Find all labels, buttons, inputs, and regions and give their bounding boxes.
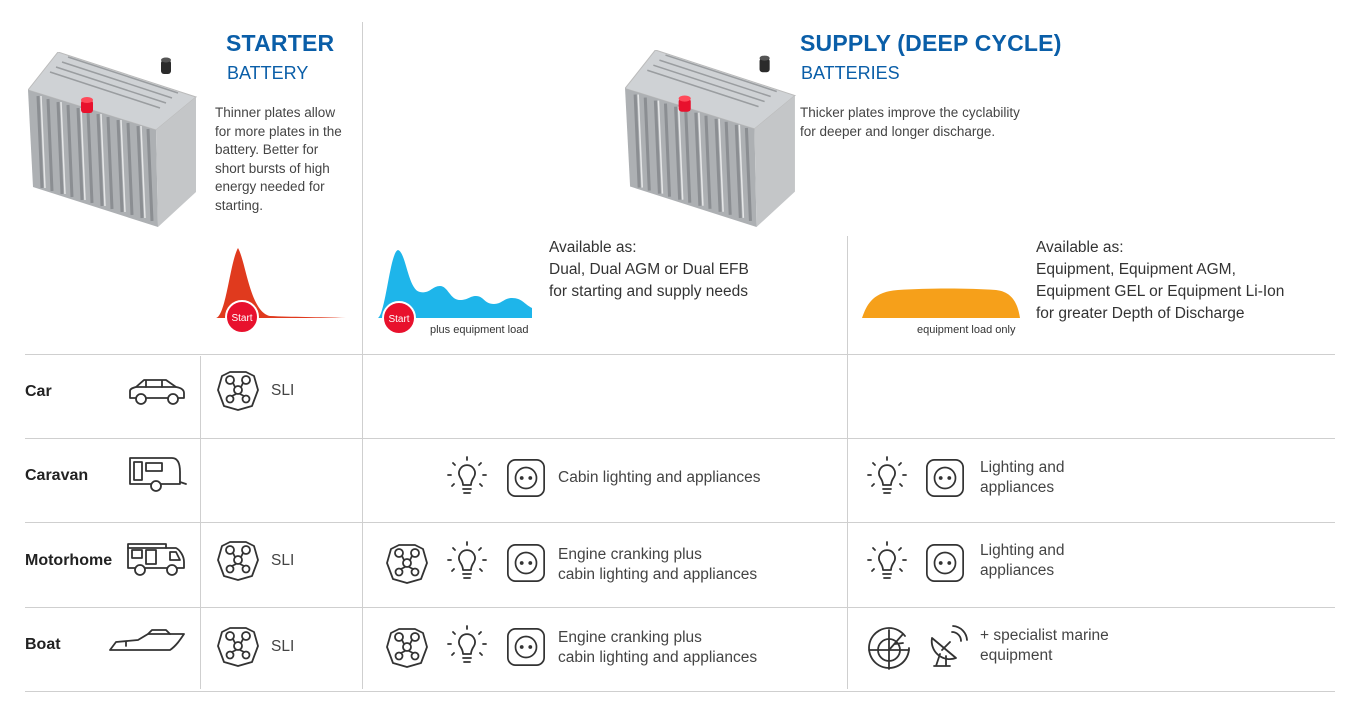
row-separator-header — [25, 354, 1335, 355]
engine-icon-boat-dual — [385, 625, 429, 669]
bulb-icon-motorhome-equipment — [865, 540, 909, 584]
boat-starter-text: SLI — [271, 638, 295, 655]
dual-discharge-curve: Start — [378, 250, 532, 335]
row-label-caravan: Caravan — [25, 467, 89, 484]
motorhome-starter-text: SLI — [271, 552, 295, 569]
dual-available: Available as: Dual, Dual AGM or Dual EFB… — [549, 239, 749, 300]
boat-equipment-text: + specialist marine equipment — [980, 627, 1109, 664]
bulb-icon-caravan-equipment — [865, 455, 909, 499]
caravan-equipment-text: Lighting and appliances — [980, 459, 1065, 496]
engine-icon-car — [216, 368, 260, 412]
dual-curve-area — [378, 250, 532, 318]
dual-curve-label: plus equipment load — [430, 324, 529, 336]
dual-start-badge-label: Start — [388, 314, 409, 325]
caravan-icon — [129, 457, 187, 492]
satellite-dish-icon — [926, 624, 970, 668]
socket-icon-motorhome-dual — [505, 542, 547, 584]
engine-icon-motorhome-dual — [385, 541, 429, 585]
supply-battery-icon — [625, 50, 797, 227]
equipment-available: Available as: Equipment, Equipment AGM, … — [1036, 239, 1285, 322]
car-starter-text: SLI — [271, 382, 295, 399]
motorhome-equipment-text: Lighting and appliances — [980, 542, 1065, 579]
starter-battery-icon — [28, 52, 198, 227]
divider-dual-equipment — [847, 236, 848, 689]
supply-title: SUPPLY (DEEP CYCLE) — [800, 30, 1062, 56]
row-separator-4 — [25, 691, 1335, 692]
car-icon — [129, 379, 185, 405]
engine-icon-boat — [216, 624, 260, 668]
divider-starter-supply — [362, 22, 363, 689]
row-label-car: Car — [25, 383, 52, 400]
caravan-dual-text: Cabin lighting and appliances — [558, 469, 761, 486]
row-separator-1 — [25, 438, 1335, 439]
equipment-curve-label: equipment load only — [917, 324, 1016, 336]
row-separator-3 — [25, 607, 1335, 608]
start-badge-label: Start — [231, 313, 252, 324]
motorhome-dual-text: Engine cranking plus cabin lighting and … — [558, 546, 758, 583]
engine-icon-motorhome — [216, 538, 260, 582]
starter-subtitle: BATTERY — [227, 63, 309, 83]
starter-description: Thinner plates allow for more plates in … — [215, 105, 342, 213]
boat-dual-text: Engine cranking plus cabin lighting and … — [558, 629, 758, 666]
equipment-curve-area — [862, 288, 1020, 318]
equipment-discharge-curve — [862, 288, 1020, 318]
dual-start-badge — [382, 301, 416, 335]
socket-icon-caravan-dual — [505, 457, 547, 499]
row-label-boat: Boat — [25, 636, 61, 653]
supply-subtitle: BATTERIES — [801, 63, 900, 83]
row-label-motorhome: Motorhome — [25, 552, 113, 569]
boat-icon — [109, 629, 185, 651]
row-separator-2 — [25, 522, 1335, 523]
radar-icon — [867, 626, 911, 670]
socket-icon-motorhome-equipment — [924, 542, 966, 584]
bulb-icon-motorhome-dual — [445, 540, 489, 584]
socket-icon-caravan-equipment — [924, 457, 966, 499]
starter-title: STARTER — [226, 30, 335, 56]
starter-curve-area — [216, 248, 346, 318]
motorhome-icon — [127, 543, 185, 576]
starter-discharge-curve: Start — [216, 248, 346, 334]
bulb-icon-boat-dual — [445, 624, 489, 668]
bulb-icon-caravan-dual — [445, 455, 489, 499]
socket-icon-boat-dual — [505, 626, 547, 668]
supply-description: Thicker plates improve the cyclability f… — [800, 105, 1020, 139]
start-badge — [225, 300, 259, 334]
